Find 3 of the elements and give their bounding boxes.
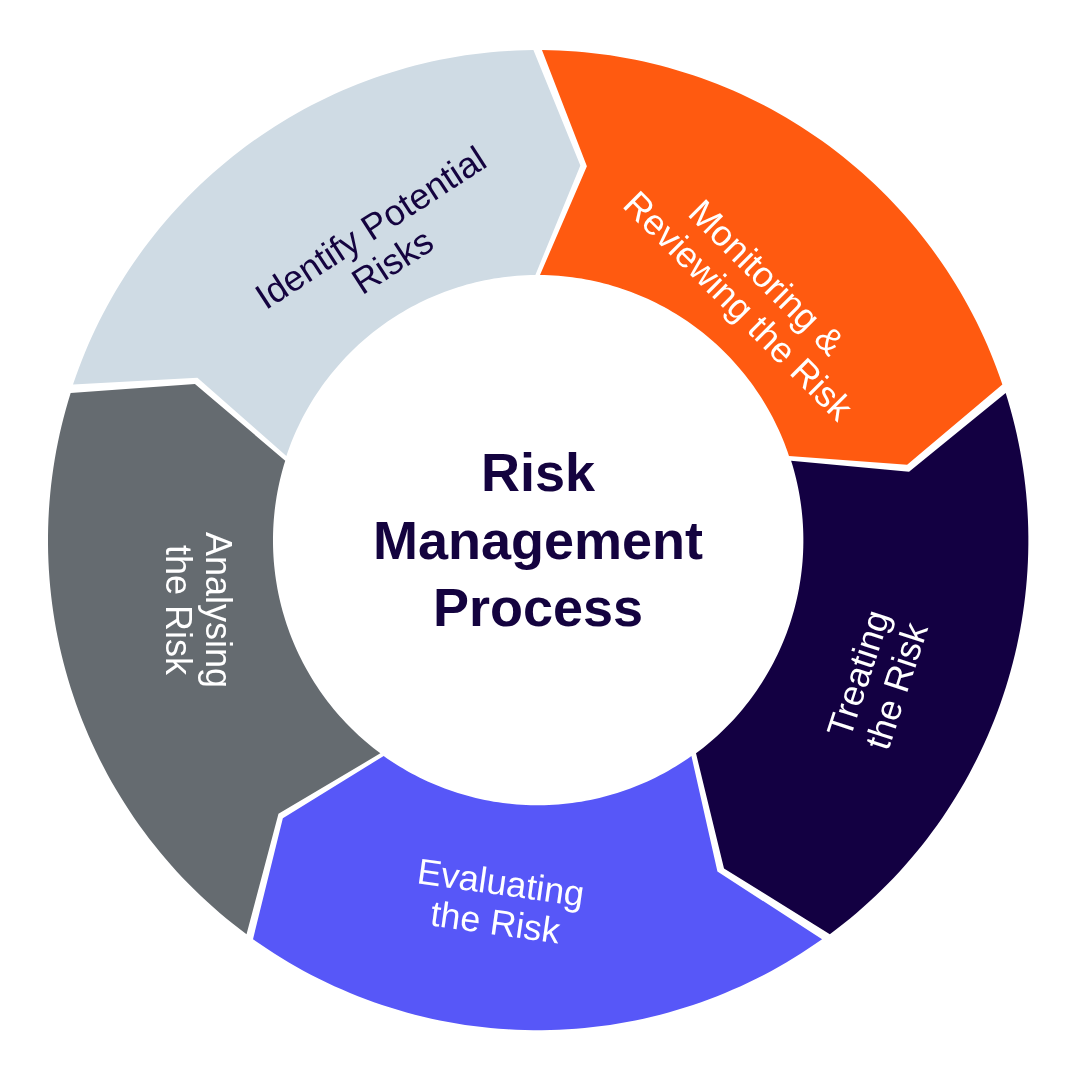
center-title: Risk Management Process xyxy=(371,440,705,639)
step-label: Evaluating the Risk xyxy=(413,849,588,954)
step-label: Analysing the Risk xyxy=(157,530,239,691)
